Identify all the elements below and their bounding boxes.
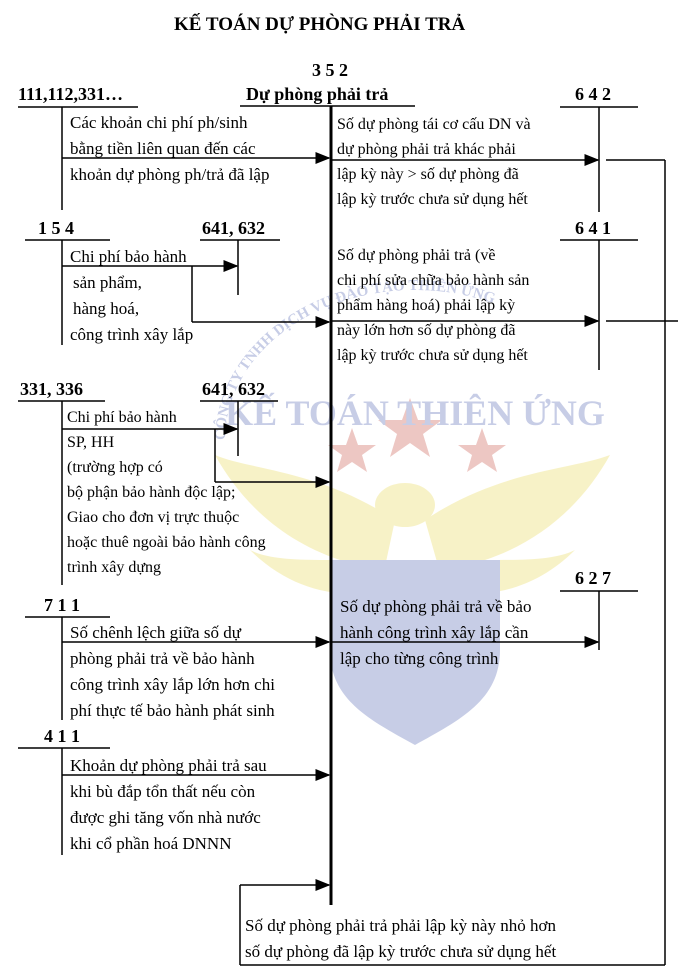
account-641-label: 6 4 1 <box>575 218 611 238</box>
account-711-label: 7 1 1 <box>44 595 80 615</box>
account-627-label: 6 2 7 <box>575 568 611 588</box>
account-352-name: Dự phòng phải trả <box>246 84 389 104</box>
account-111-label: 111,112,331… <box>18 84 124 104</box>
left-wing-shape <box>215 455 395 594</box>
right-wing-shape <box>425 455 610 594</box>
entry-text-bottom: Số dự phòng phải trả phải lập kỳ này nhỏ… <box>245 916 557 961</box>
star-shape <box>328 428 376 472</box>
eagle-head-shape <box>375 483 435 527</box>
account-352-code: 3 5 2 <box>312 60 348 80</box>
account-641-632-label: 641, 632 <box>202 218 265 238</box>
account-154-label: 1 5 4 <box>38 218 74 238</box>
account-641-632-label: 641, 632 <box>202 379 265 399</box>
account-642-label: 6 4 2 <box>575 84 611 104</box>
account-331-336-label: 331, 336 <box>20 379 83 399</box>
account-411-label: 4 1 1 <box>44 726 80 746</box>
watermark-name: KẾ TOÁN THIÊN ỨNG <box>225 393 605 433</box>
shield-shape <box>330 560 500 745</box>
star-shape <box>378 398 442 457</box>
star-shape <box>458 428 506 472</box>
page-title: KẾ TOÁN DỰ PHÒNG PHẢI TRẢ <box>174 14 466 35</box>
